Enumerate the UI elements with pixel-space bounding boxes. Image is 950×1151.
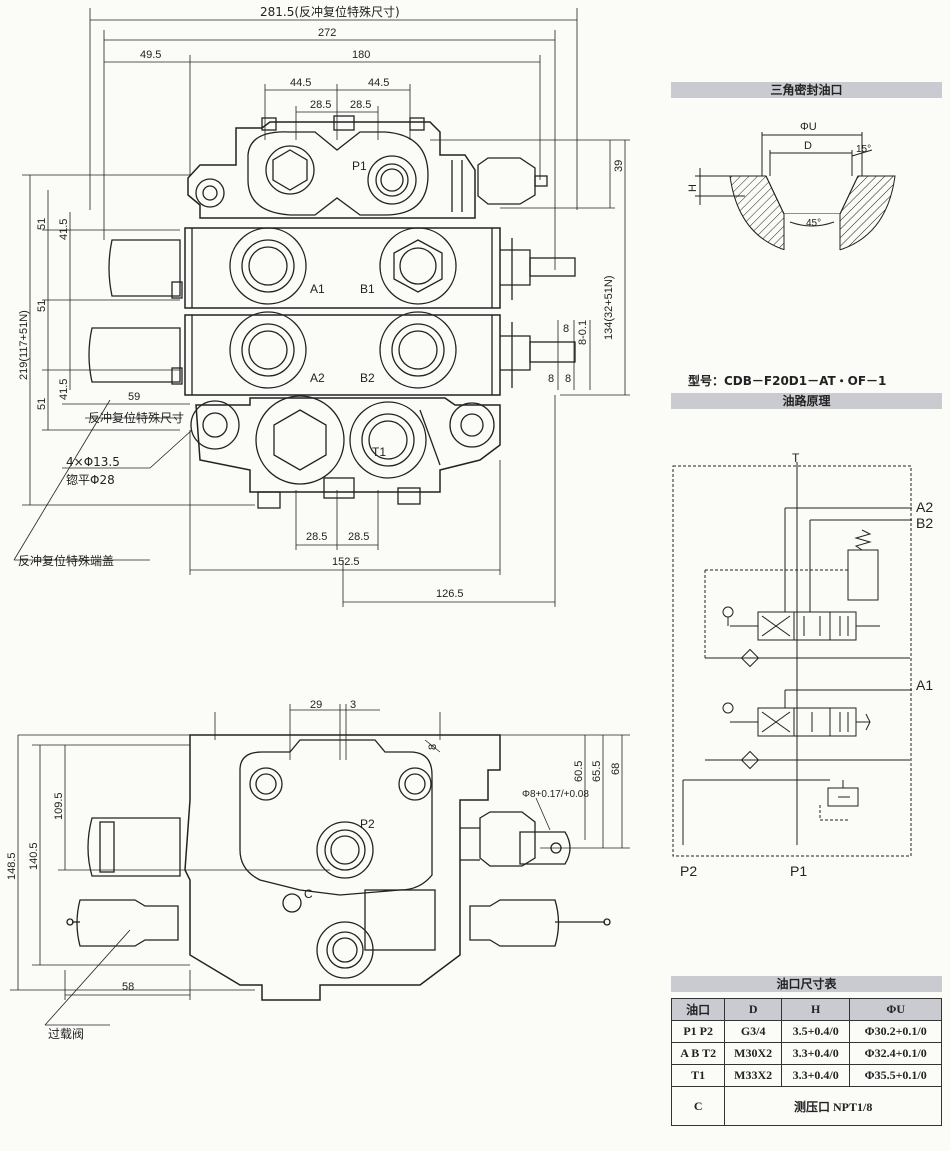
dim-bot-right: 28.5: [348, 531, 369, 543]
dim-51-a: 51: [36, 218, 48, 230]
cell-port: A B T2: [670, 1042, 726, 1065]
dim-41-5-b: 41.5: [58, 379, 70, 400]
table-row-c: C 测压口 NPT1/8: [670, 1086, 942, 1126]
dim-pin: Φ8+0.17/+0.08: [522, 789, 589, 800]
dim-shaft-8d: 8: [565, 373, 571, 385]
dim-109-5: 109.5: [53, 792, 65, 820]
sch-p1: P1: [790, 863, 807, 879]
dim-overall-special: 281.5(反冲复位特殊尺寸): [260, 4, 400, 19]
seal-section: [695, 132, 896, 256]
seal-section-title: 三角密封油口: [671, 82, 942, 98]
dim-51-c: 51: [36, 398, 48, 410]
dim-shaft-8c: 8: [548, 373, 554, 385]
seal-d: D: [804, 140, 812, 152]
note-spotface: 锪平Φ28: [66, 472, 115, 487]
dim-bolt-left: 28.5: [310, 99, 331, 111]
dim-bottom-span: 152.5: [332, 556, 360, 568]
seal-15deg: 15°: [856, 144, 871, 155]
dim-right-height: 39: [613, 160, 625, 172]
table-row: T1 M33X2 3.3+0.4/0 Φ35.5+0.1/0: [670, 1064, 942, 1087]
port-p2-side: P2: [360, 817, 375, 831]
cell-d: M30X2: [724, 1042, 782, 1065]
cell-port: P1 P2: [670, 1020, 726, 1043]
dim-58: 58: [122, 981, 134, 993]
cell-port: T1: [670, 1064, 726, 1087]
dim-total-height: 219(117+51N): [18, 310, 30, 380]
seal-labels: ΦU D H 15° 45°: [687, 121, 871, 229]
cell-h: 3.3+0.4/0: [780, 1042, 851, 1065]
table-header-row: 油口 D H ΦU: [670, 998, 942, 1021]
dim-148-5: 148.5: [6, 852, 18, 880]
schematic-labels: T A2 B2 A1 P2 P1: [680, 451, 933, 879]
cell-u: Φ30.2+0.1/0: [849, 1020, 942, 1043]
port-b2: B2: [360, 371, 375, 385]
dim-29: 29: [310, 699, 322, 711]
header-u: ΦU: [849, 998, 942, 1021]
cell-d: G3/4: [724, 1020, 782, 1043]
dim-140-5: 140.5: [28, 842, 40, 870]
schematic-title: 油路原理: [671, 393, 942, 409]
dim-right-total: 134(32+51N): [603, 275, 615, 340]
cell-u: Φ32.4+0.1/0: [849, 1042, 942, 1065]
dim-bolt-right: 28.5: [350, 99, 371, 111]
cell-u: Φ35.5+0.1/0: [849, 1064, 942, 1087]
sch-p2: P2: [680, 863, 697, 879]
dim-65-5: 65.5: [591, 761, 603, 782]
cell-c-desc: 测压口 NPT1/8: [724, 1086, 942, 1126]
dim-shaft-8b: 8-0.1: [577, 320, 589, 345]
front-view: [13, 8, 630, 607]
dim-bot-left: 28.5: [306, 531, 327, 543]
dim-41-5-a: 41.5: [58, 219, 70, 240]
dim-span: 180: [352, 49, 370, 61]
table-row: A B T2 M30X2 3.3+0.4/0 Φ32.4+0.1/0: [670, 1042, 942, 1065]
sch-t: T: [792, 451, 800, 465]
dim-59: 59: [128, 391, 140, 403]
sch-b2: B2: [916, 515, 933, 531]
seal-u: ΦU: [800, 121, 817, 133]
dim-right-span: 126.5: [436, 588, 464, 600]
dim-3: 3: [350, 699, 356, 711]
dim-offset: 49.5: [140, 49, 161, 61]
seal-h: H: [687, 184, 699, 192]
header-port: 油口: [670, 998, 726, 1021]
note-holes: 4×Φ13.5: [66, 455, 120, 469]
schematic: [672, 462, 912, 857]
side-view: [10, 704, 630, 1026]
cell-port-c: C: [670, 1086, 726, 1126]
note-special-dim: 反冲复位特殊尺寸: [88, 410, 184, 425]
dim-8: 8: [427, 744, 439, 750]
front-port-labels: P1 A1 B1 A2 B2 T1: [310, 159, 386, 459]
port-t1: T1: [372, 445, 386, 459]
dim-51-b: 51: [36, 300, 48, 312]
port-size-table: 油口 D H ΦU P1 P2 G3/4 3.5+0.4/0 Φ30.2+0.1…: [670, 998, 942, 1126]
dim-68: 68: [610, 763, 622, 775]
dim-shaft-8a: 8: [563, 323, 569, 335]
front-notes: 反冲复位特殊尺寸 4×Φ13.5 锪平Φ28 反冲复位特殊端盖: [18, 410, 184, 568]
cell-h: 3.3+0.4/0: [780, 1064, 851, 1087]
port-c-side: C: [304, 887, 313, 901]
cell-d: M33X2: [724, 1064, 782, 1087]
port-b1: B1: [360, 282, 375, 296]
sch-a1: A1: [916, 677, 933, 693]
side-labels: 29 3 8 60.5 65.5 68 109.5 148.5 140.5 58…: [6, 699, 622, 1041]
header-h: H: [780, 998, 851, 1021]
header-d: D: [724, 998, 782, 1021]
dim-p-right: 44.5: [368, 77, 389, 89]
port-p1: P1: [352, 159, 367, 173]
port-a2: A2: [310, 371, 325, 385]
note-relief-valve: 过载阀: [48, 1027, 84, 1041]
model-number: 型号：CDB－F20D1－AT・OF－1: [688, 374, 887, 388]
sch-a2: A2: [916, 499, 933, 515]
table-row: P1 P2 G3/4 3.5+0.4/0 Φ30.2+0.1/0: [670, 1020, 942, 1043]
front-dim-labels: 281.5(反冲复位特殊尺寸) 272 49.5 180 44.5 44.5 2…: [18, 4, 625, 600]
dim-p-left: 44.5: [290, 77, 311, 89]
seal-45deg: 45°: [806, 218, 821, 229]
note-end-cap: 反冲复位特殊端盖: [18, 553, 114, 568]
dim-overall: 272: [318, 27, 336, 39]
port-a1: A1: [310, 282, 325, 296]
cell-h: 3.5+0.4/0: [780, 1020, 851, 1043]
dim-60-5: 60.5: [573, 761, 585, 782]
port-table-title: 油口尺寸表: [671, 976, 942, 992]
